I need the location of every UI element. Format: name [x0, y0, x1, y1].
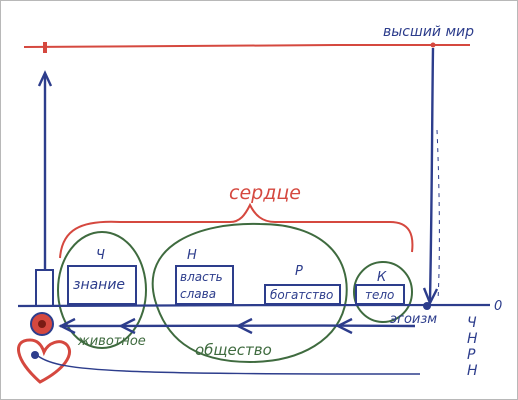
box-text: знание: [73, 277, 125, 293]
box-text-line1: власть: [180, 270, 223, 284]
right-down-arrow: [428, 47, 435, 301]
box-wealth: Р богатство: [264, 264, 341, 305]
egoism-label: эгоизм: [390, 312, 437, 327]
heart-label: сердце: [229, 182, 301, 204]
box-letter: Р: [295, 264, 303, 279]
heart-brace: [59, 202, 414, 259]
heart-icon: [17, 338, 71, 384]
society-label: общество: [195, 341, 272, 359]
box-text-line2: слава: [180, 287, 216, 301]
heart-dot: [31, 351, 39, 359]
right-letter: Ч: [467, 315, 477, 331]
box-power: Н власть слава: [175, 248, 234, 305]
box-letter: Н: [187, 248, 197, 263]
target-inner: [38, 320, 46, 328]
box-knowledge: Ч знание: [67, 248, 137, 305]
small-bar: [35, 269, 54, 307]
right-letter: Р: [467, 347, 476, 363]
upper-world-dot: [430, 42, 436, 48]
body-oval: [353, 261, 413, 323]
heart-pointer: [37, 355, 421, 375]
left-up-arrowhead: [37, 70, 53, 87]
box-text: тело: [365, 288, 394, 302]
right-down-arrowhead: [422, 287, 439, 306]
upper-world-label: высший мир: [383, 24, 474, 40]
society-oval: [151, 222, 348, 364]
flow-arrowhead-4: [58, 317, 76, 335]
animal-oval: [57, 231, 147, 349]
flow-arrowhead-1: [335, 317, 353, 335]
zero-label: 0: [494, 299, 502, 314]
egoism-point: [423, 302, 431, 310]
right-dashed-line: [436, 129, 440, 301]
upper-world-line: [23, 44, 471, 48]
right-letter: Н: [467, 331, 478, 347]
flow-arrowhead-3: [118, 317, 136, 335]
box-text: богатство: [270, 288, 333, 302]
box-body: К тело: [355, 270, 405, 305]
flow-arrowhead-2: [235, 317, 253, 335]
base-line: [17, 303, 491, 308]
animal-label: животное: [77, 334, 146, 349]
box-letter: Ч: [96, 248, 105, 263]
box-letter: К: [377, 270, 387, 285]
right-letter: Н: [467, 363, 478, 379]
